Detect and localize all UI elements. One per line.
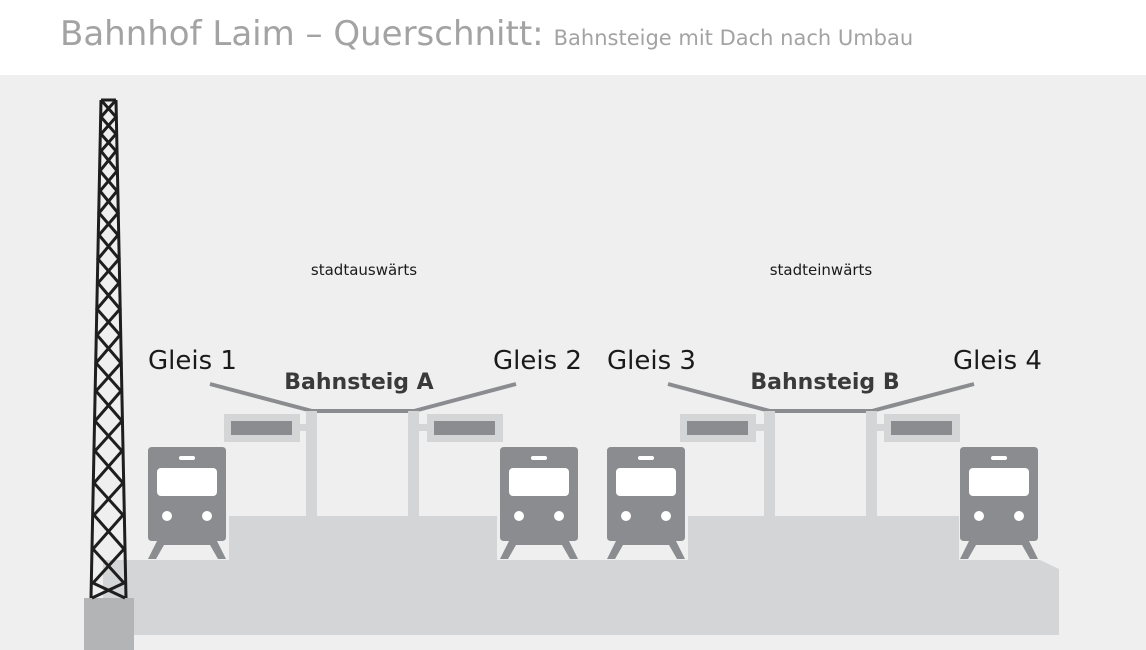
direction-label-outbound: stadtauswärts xyxy=(311,261,417,279)
title-main: Bahnhof Laim – Querschnitt: xyxy=(60,14,544,54)
ground xyxy=(103,560,1059,635)
platform-roof-a xyxy=(209,382,517,516)
page-title: Bahnhof Laim – Querschnitt: Bahnsteige mi… xyxy=(60,14,913,54)
track-label-gleis-3: Gleis 3 xyxy=(607,346,696,376)
pylon-foundation xyxy=(84,598,134,650)
platform-label-b: Bahnsteig B xyxy=(750,370,899,395)
train-icon-gleis-3 xyxy=(607,447,685,559)
platform-b xyxy=(688,516,959,560)
train-icon-gleis-4 xyxy=(960,447,1038,559)
train-icon-gleis-2 xyxy=(500,447,578,559)
train-icon-gleis-1 xyxy=(148,447,226,559)
direction-label-inbound: stadteinwärts xyxy=(770,261,873,279)
platform-a xyxy=(229,516,497,560)
title-subtitle: Bahnsteige mit Dach nach Umbau xyxy=(553,26,914,50)
header: Bahnhof Laim – Querschnitt: Bahnsteige mi… xyxy=(0,0,1146,75)
track-label-gleis-4: Gleis 4 xyxy=(953,346,1042,376)
platform-label-a: Bahnsteig A xyxy=(284,370,433,395)
cross-section-drawing: stadtauswärts stadteinwärts xyxy=(0,75,1146,650)
track-label-gleis-2: Gleis 2 xyxy=(493,346,582,376)
platform-roof-b xyxy=(667,382,975,516)
track-label-gleis-1: Gleis 1 xyxy=(148,346,237,376)
pylon xyxy=(89,98,128,600)
